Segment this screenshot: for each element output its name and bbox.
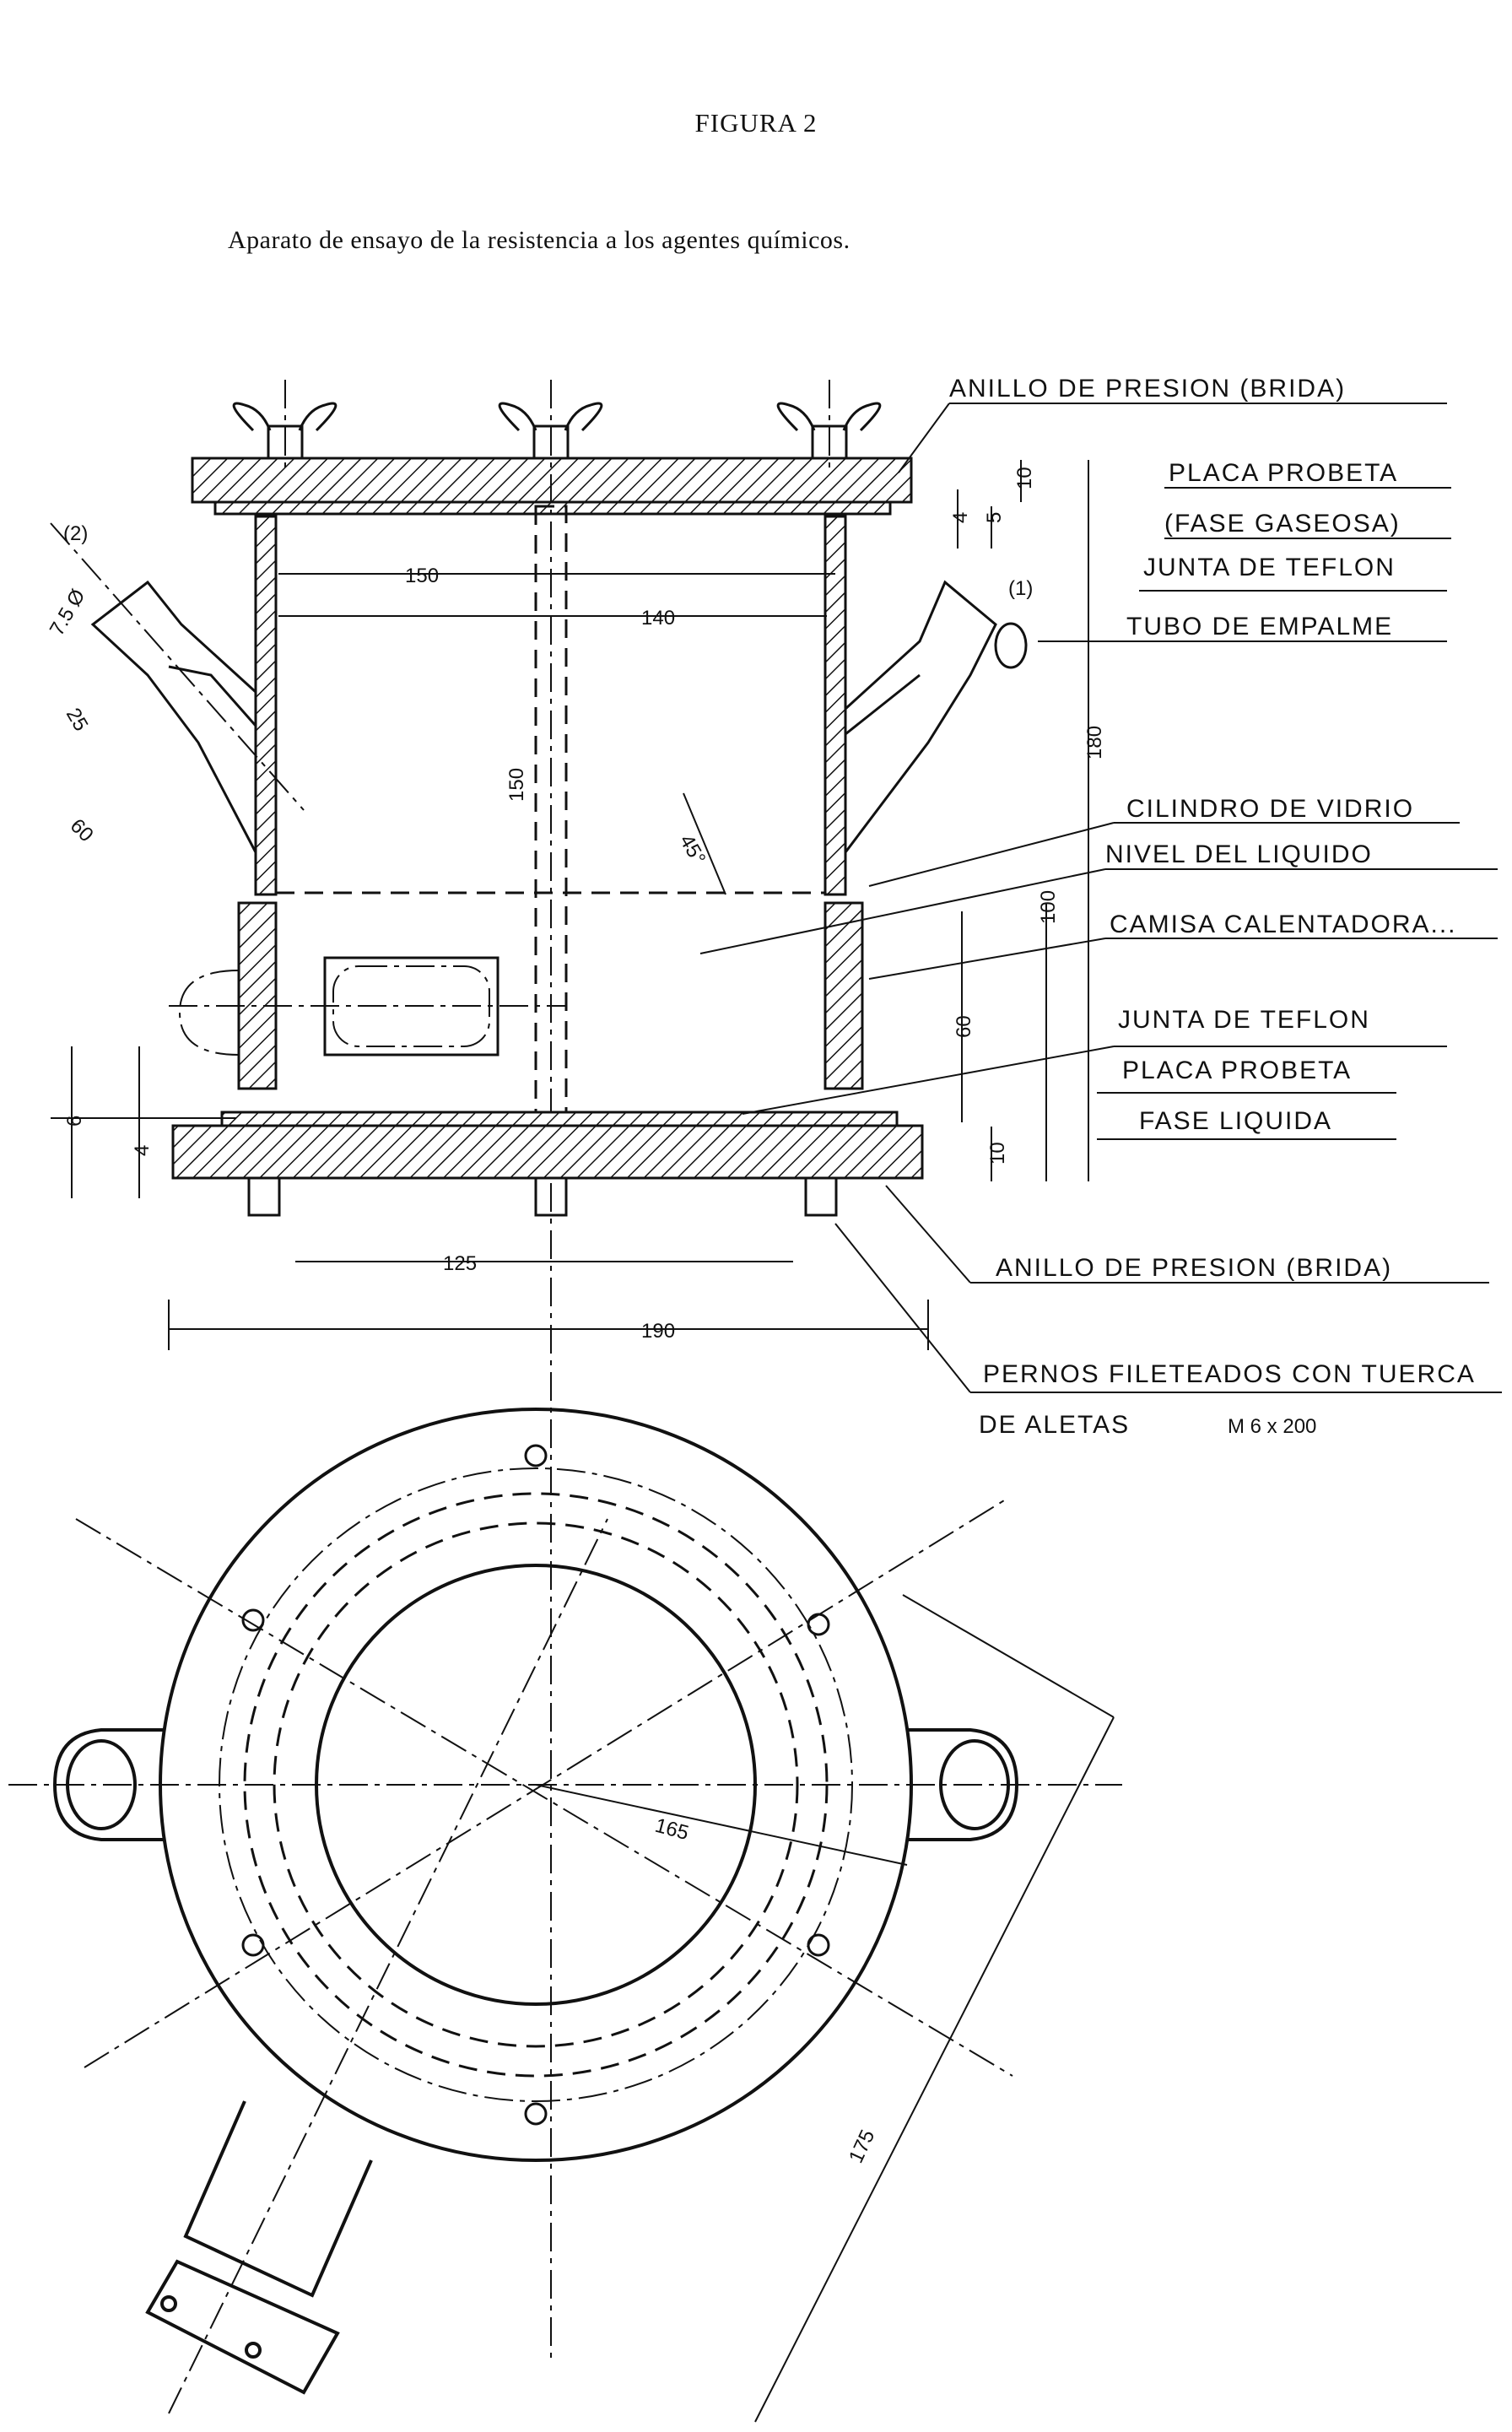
- dim-165: 165: [652, 1814, 691, 1845]
- dim-150-width: 150: [405, 565, 439, 587]
- label-nivel: NIVEL DEL LIQUIDO: [1105, 840, 1373, 868]
- dim-angle: 45°: [675, 831, 710, 869]
- label-placa-bottom: PLACA PROBETA: [1122, 1057, 1352, 1084]
- dim-125: 125: [443, 1252, 477, 1275]
- label-tubo: TUBO DE EMPALME: [1126, 613, 1393, 640]
- dim-6: 6: [63, 1116, 86, 1127]
- top-view: [8, 1408, 1122, 2423]
- bottom-flange: [171, 1124, 924, 1180]
- dim-60-tube: 60: [66, 814, 98, 846]
- figure-title: FIGURA 2: [694, 108, 818, 138]
- dim-180: 180: [1083, 726, 1106, 759]
- cylinder-wall-right: [824, 515, 847, 896]
- label-anillo-top: ANILLO DE PRESION (BRIDA): [949, 375, 1346, 403]
- top-gasket: [213, 500, 892, 516]
- dim-7-5: 7.5 Ø: [46, 586, 90, 640]
- heating-jacket-left: [237, 901, 278, 1090]
- label-camisa: CAMISA CALENTADORA...: [1110, 911, 1457, 938]
- mark-2: (2): [63, 522, 88, 545]
- heating-jacket-right: [824, 901, 864, 1090]
- side-tube-right: [844, 580, 1028, 853]
- side-tube-left: [50, 522, 305, 853]
- port-bottom-left: [145, 2100, 373, 2395]
- label-junta-top: JUNTA DE TEFLON: [1143, 554, 1396, 581]
- label-fase-gaseosa: (FASE GASEOSA): [1164, 510, 1401, 538]
- diag-dimensions: [535, 1594, 1115, 2423]
- bottom-nuts-icon: [247, 1176, 838, 1217]
- bottom-gasket: [220, 1111, 899, 1127]
- dim-100: 100: [1037, 890, 1060, 924]
- label-pernos-spec: M 6 x 200: [1228, 1415, 1316, 1438]
- center-lines: [8, 1497, 1122, 2414]
- dim-10-bottom: 10: [986, 1142, 1009, 1165]
- dim-60: 60: [953, 1015, 975, 1038]
- dim-4-top: 4: [949, 512, 972, 523]
- label-fase-liquida: FASE LIQUIDA: [1139, 1107, 1332, 1135]
- dim-140: 140: [641, 607, 675, 630]
- figure-caption: Aparato de ensayo de la resistencia a lo…: [228, 226, 850, 254]
- leader-lines: [699, 403, 1502, 1393]
- wing-nut-left-top-icon: [232, 380, 338, 473]
- label-placa-top: PLACA PROBETA: [1169, 459, 1398, 487]
- wing-nut-right-top-icon: [776, 380, 882, 473]
- label-pernos-1: PERNOS FILETEADOS CON TUERCA: [983, 1360, 1476, 1388]
- dim-25: 25: [62, 705, 93, 736]
- cylinder-wall-left: [254, 515, 278, 896]
- label-anillo-bottom: ANILLO DE PRESION (BRIDA): [996, 1254, 1392, 1282]
- dim-190: 190: [641, 1320, 675, 1343]
- dim-5: 5: [983, 512, 1006, 523]
- dim-175: 175: [845, 2127, 879, 2167]
- side-view: [50, 380, 1502, 2363]
- dim-150-height: 150: [505, 768, 528, 802]
- mark-1: (1): [1008, 577, 1033, 600]
- label-pernos-2: DE ALETAS: [979, 1411, 1130, 1439]
- wing-nut-center-top-icon: [498, 402, 603, 460]
- dim-4-bottom: 4: [131, 1145, 154, 1156]
- dim-10-top: 10: [1013, 467, 1036, 489]
- label-junta-bottom: JUNTA DE TEFLON: [1118, 1006, 1370, 1034]
- label-cilindro: CILINDRO DE VIDRIO: [1126, 795, 1414, 823]
